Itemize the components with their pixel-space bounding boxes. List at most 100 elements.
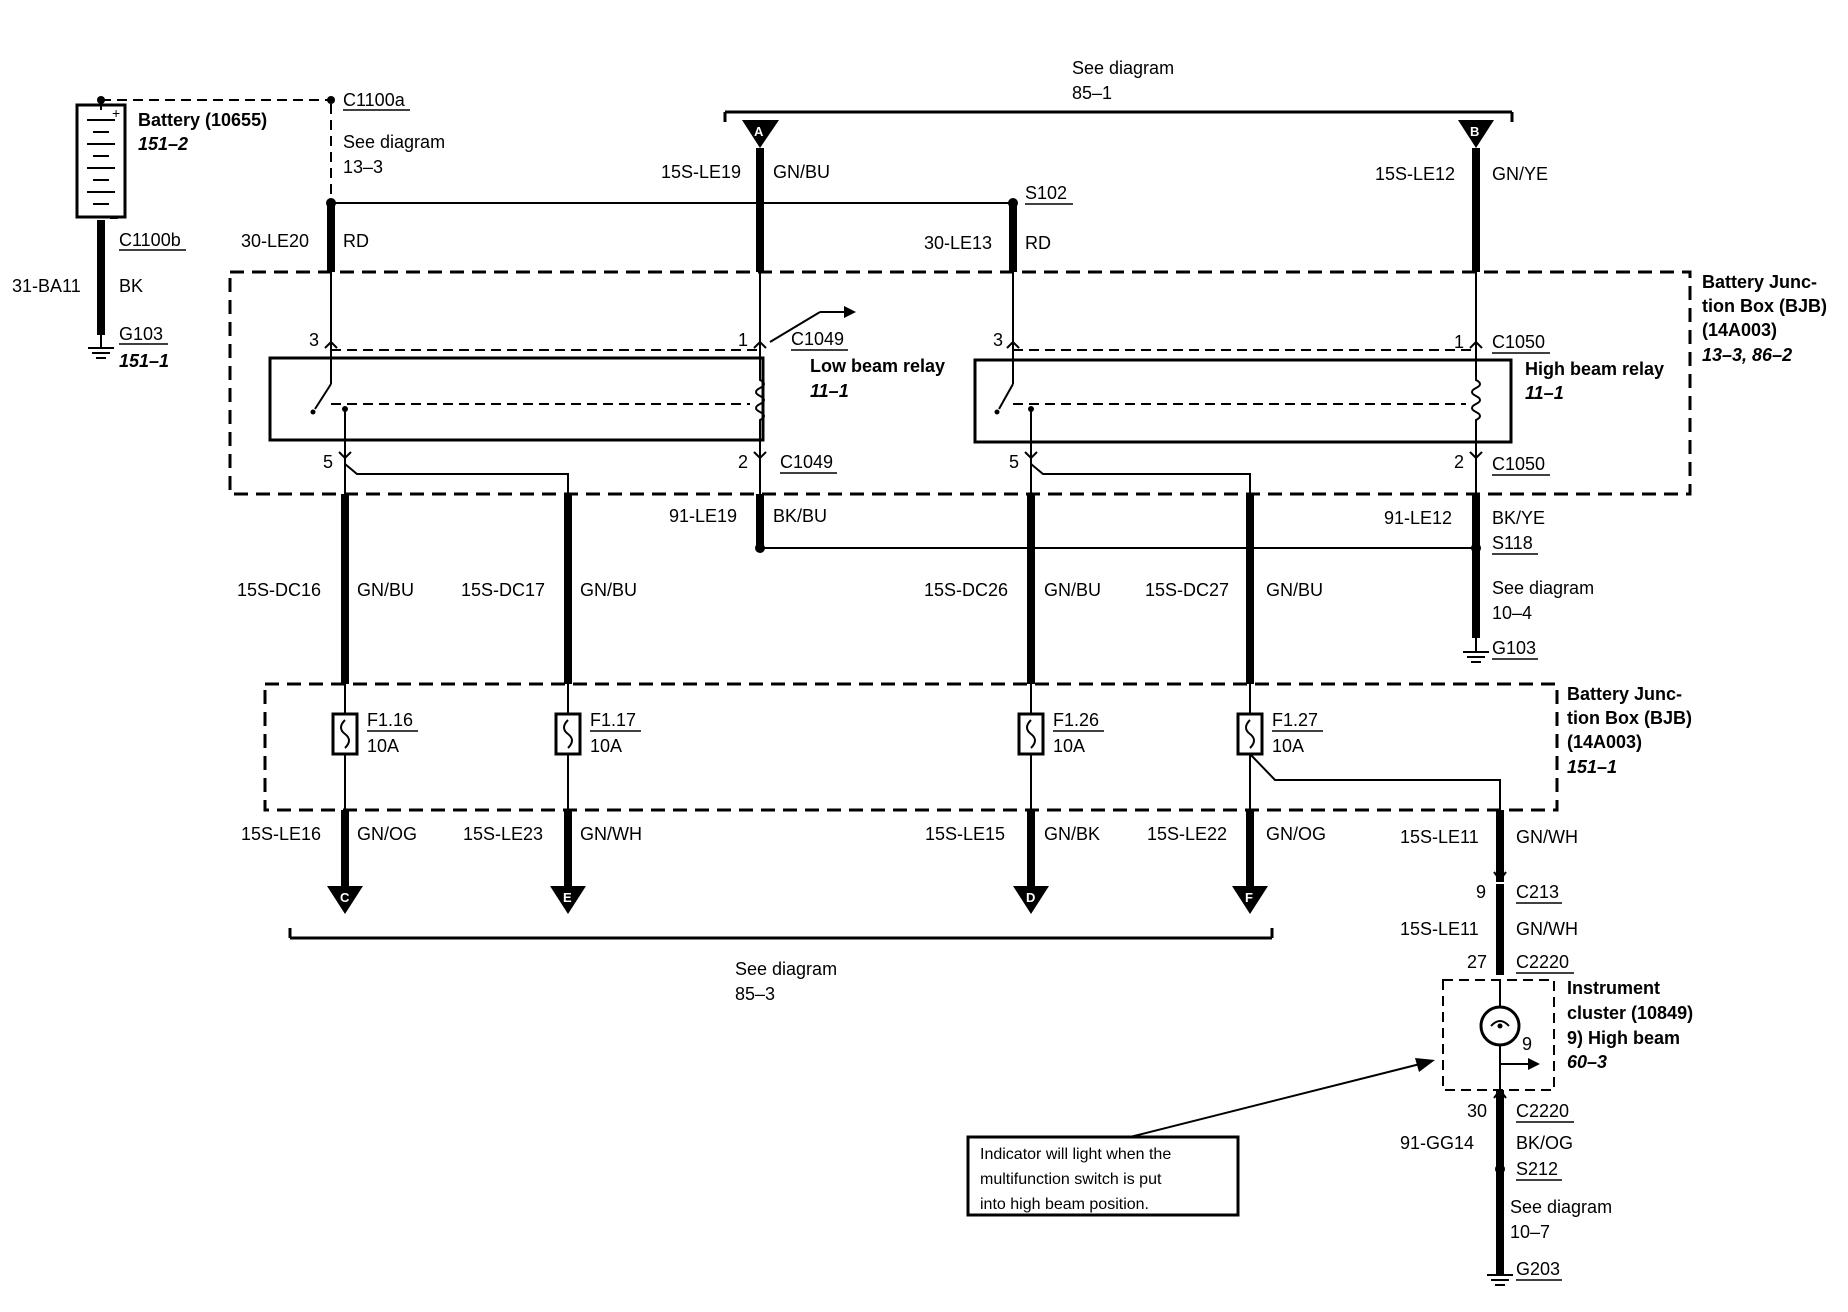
connector-b-icon <box>1458 120 1494 148</box>
bjb-lower-line2: tion Box (BJB) <box>1567 708 1692 728</box>
fuse-f1-16-rating: 10A <box>367 736 399 756</box>
bjb-lower-line3: (14A003) <box>1567 732 1642 752</box>
ground-g103-battery: G103 <box>119 324 163 344</box>
low-relay-label: Low beam relay <box>810 356 945 376</box>
c213-pin: 9 <box>1476 882 1486 902</box>
bottom-ref-num: 85–3 <box>735 984 775 1004</box>
fuse-f1-17-rating: 10A <box>590 736 622 756</box>
battery-ref: 151–2 <box>138 134 188 154</box>
splice-s102: S102 <box>1025 183 1067 203</box>
wire-91-le12-id: 91-LE12 <box>1384 508 1452 528</box>
connector-e: E <box>563 890 572 905</box>
wire-15s-le19-color: GN/BU <box>773 162 830 182</box>
high-beam-relay <box>973 340 1513 548</box>
bjb-upper-line1: Battery Junc- <box>1702 272 1817 292</box>
s212-see-ref: 10–7 <box>1510 1222 1550 1242</box>
wire-15s-le16-color: GN/OG <box>357 824 417 844</box>
wire-91-le19-id: 91-LE19 <box>669 506 737 526</box>
cluster-line2: cluster (10849) <box>1567 1003 1693 1023</box>
wire-15s-le23-id: 15S-LE23 <box>463 824 543 844</box>
low-beam-relay <box>268 340 767 548</box>
fuse-f1-27 <box>1236 684 1501 810</box>
wire-15s-dc26-color: GN/BU <box>1044 580 1101 600</box>
wire-31-ba11-color: BK <box>119 276 143 296</box>
fuse-f1-16-id: F1.16 <box>367 710 413 730</box>
wire-15s-le15-id: 15S-LE15 <box>925 824 1005 844</box>
wire-30-le20-color: RD <box>343 231 369 251</box>
bjb-upper-ref: 13–3, 86–2 <box>1702 345 1792 365</box>
bjb-lower-line1: Battery Junc- <box>1567 684 1682 704</box>
c213-conn: C213 <box>1516 882 1559 902</box>
low-relay-conn-bot: C1049 <box>780 452 833 472</box>
note-box <box>966 1135 1240 1217</box>
connector-c-icon <box>327 886 363 914</box>
c2220-bot-pin: 30 <box>1467 1101 1487 1121</box>
top-ref-num: 85–1 <box>1072 83 1112 103</box>
high-relay-conn-bot: C1050 <box>1492 454 1545 474</box>
high-relay-pin2: 2 <box>1454 452 1464 472</box>
fuse-f1-27-rating: 10A <box>1272 736 1304 756</box>
wire-30-le20-id: 30-LE20 <box>241 231 309 251</box>
low-relay-branch <box>344 463 569 494</box>
wire-15s-dc27-id: 15S-DC27 <box>1145 580 1229 600</box>
note-line3: into high beam position. <box>980 1196 1149 1213</box>
battery-label: Battery (10655) <box>138 110 267 130</box>
low-relay-ref: 11–1 <box>810 381 849 401</box>
splice-s118: S118 <box>1492 533 1533 553</box>
ground-icon <box>1487 1274 1513 1286</box>
c2220-top-conn: C2220 <box>1516 952 1569 972</box>
c2220-bot-conn: C2220 <box>1516 1101 1569 1121</box>
connector-a: A <box>754 124 764 139</box>
wire-15s-le22-color: GN/OG <box>1266 824 1326 844</box>
connector-f-icon <box>1232 886 1268 914</box>
wire-15s-le11b-id: 15S-LE11 <box>1400 919 1479 939</box>
note-line2: multifunction switch is put <box>980 1171 1162 1188</box>
wire-15s-dc27-color: GN/BU <box>1266 580 1323 600</box>
wire-30-le13-color: RD <box>1025 233 1051 253</box>
fuse-f1-26 <box>1017 684 1045 810</box>
connector-a-icon <box>742 120 779 148</box>
cluster-line3: 9) High beam <box>1567 1028 1680 1048</box>
fuse-f1-26-rating: 10A <box>1053 736 1085 756</box>
wire-15s-dc17-color: GN/BU <box>580 580 637 600</box>
high-relay-pin1: 1 <box>1454 332 1464 352</box>
s118-see-ref: 10–4 <box>1492 603 1532 623</box>
splice-s212: S212 <box>1516 1159 1558 1179</box>
battery-symbol: + – <box>75 98 127 225</box>
bjb-upper-line3: (14A003) <box>1702 320 1777 340</box>
ground-g203: G203 <box>1516 1259 1560 1279</box>
bjb-lower-box <box>263 682 1559 812</box>
bottom-ref-see: See diagram <box>735 959 837 979</box>
low-relay-pin3: 3 <box>309 330 319 350</box>
fuse-f1-17-id: F1.17 <box>590 710 636 730</box>
wire-31-ba11-id: 31-BA11 <box>12 276 81 296</box>
c1100b-label: C1100b <box>119 230 181 250</box>
instrument-cluster-box <box>1442 979 1555 1091</box>
wire-91-le19-color: BK/BU <box>773 506 827 526</box>
wire-91-le12-color: BK/YE <box>1492 508 1545 528</box>
connector-e-icon <box>550 886 586 914</box>
top-ref-see: See diagram <box>1072 58 1174 78</box>
bjb-lower-ref: 151–1 <box>1567 757 1617 777</box>
bjb-upper-line2: tion Box (BJB) <box>1702 296 1827 316</box>
fuse-f1-27-id: F1.27 <box>1272 710 1318 730</box>
low-relay-pin5: 5 <box>323 452 333 472</box>
low-relay-pin2: 2 <box>738 452 748 472</box>
high-relay-ref: 11–1 <box>1525 383 1564 403</box>
fuse-f1-16 <box>331 684 359 810</box>
low-relay-pin1: 1 <box>738 330 748 350</box>
ground-g103-battery-ref: 151–1 <box>119 351 169 371</box>
high-relay-pin5: 5 <box>1009 452 1019 472</box>
ground-g103: G103 <box>1492 638 1536 658</box>
wire-15s-le16-id: 15S-LE16 <box>241 824 321 844</box>
c2220-top-pin: 27 <box>1467 952 1487 972</box>
connector-d: D <box>1026 890 1035 905</box>
wire-91-gg14-color: BK/OG <box>1516 1133 1573 1153</box>
cluster-pin: 9 <box>1522 1034 1532 1054</box>
note-leader <box>1129 1063 1421 1138</box>
high-relay-branch <box>1030 463 1251 494</box>
cluster-ref: 60–3 <box>1567 1052 1607 1072</box>
wire-15s-dc16-id: 15S-DC16 <box>237 580 321 600</box>
low-relay-conn-top: C1049 <box>791 329 844 349</box>
